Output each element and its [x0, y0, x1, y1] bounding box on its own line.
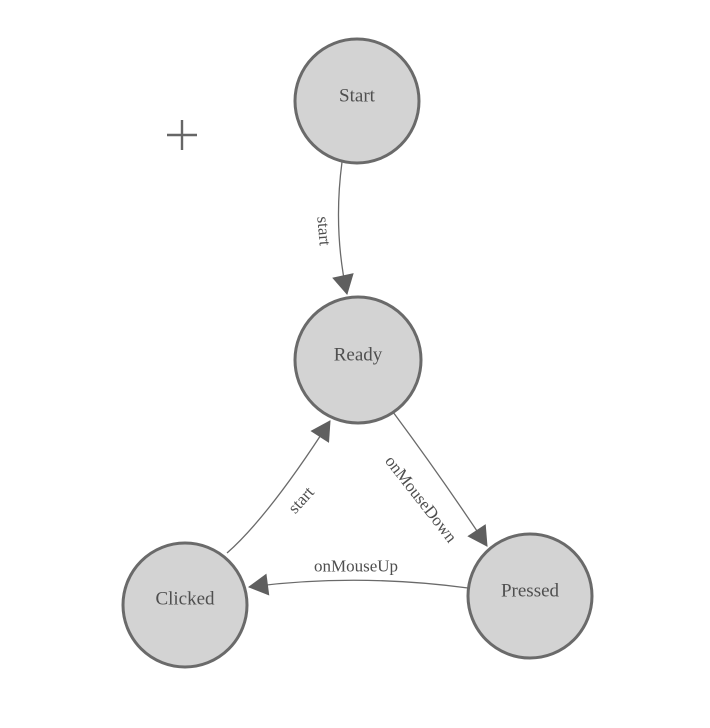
- edge-ready-to-pressed-path[interactable]: [392, 411, 488, 547]
- edge-start-to-ready-path[interactable]: [332, 161, 354, 295]
- node-start-label: Start: [339, 86, 376, 107]
- edge-clicked-to-ready-path[interactable]: [226, 420, 331, 554]
- node-ready-label: Ready: [334, 345, 383, 366]
- node-ready-circle[interactable]: [293, 295, 423, 425]
- node-pressed[interactable]: Pressed: [466, 532, 594, 660]
- node-start-circle[interactable]: [293, 37, 421, 165]
- node-pressed-circle[interactable]: [466, 532, 594, 660]
- edge-ready-to-pressed: onMouseDown: [381, 411, 488, 547]
- node-start[interactable]: Start: [293, 37, 421, 165]
- edge-start-to-ready: start: [313, 161, 354, 295]
- edge-label-ready-to-pressed[interactable]: onMouseDown: [381, 452, 461, 547]
- node-clicked-label: Clicked: [155, 589, 215, 610]
- node-ready[interactable]: Ready: [293, 295, 423, 425]
- edge-pressed-to-clicked-path[interactable]: [248, 573, 469, 596]
- edge-clicked-to-ready: start: [226, 420, 331, 554]
- node-clicked[interactable]: Clicked: [121, 541, 249, 669]
- node-pressed-label: Pressed: [501, 581, 560, 602]
- crosshair-plus-icon: [167, 120, 197, 150]
- node-clicked-circle[interactable]: [121, 541, 249, 669]
- edge-label-start-to-ready[interactable]: start: [313, 216, 335, 247]
- edge-label-clicked-to-ready[interactable]: start: [284, 483, 318, 518]
- edge-pressed-to-clicked: onMouseUp: [248, 557, 469, 596]
- edge-label-pressed-to-clicked[interactable]: onMouseUp: [314, 557, 398, 576]
